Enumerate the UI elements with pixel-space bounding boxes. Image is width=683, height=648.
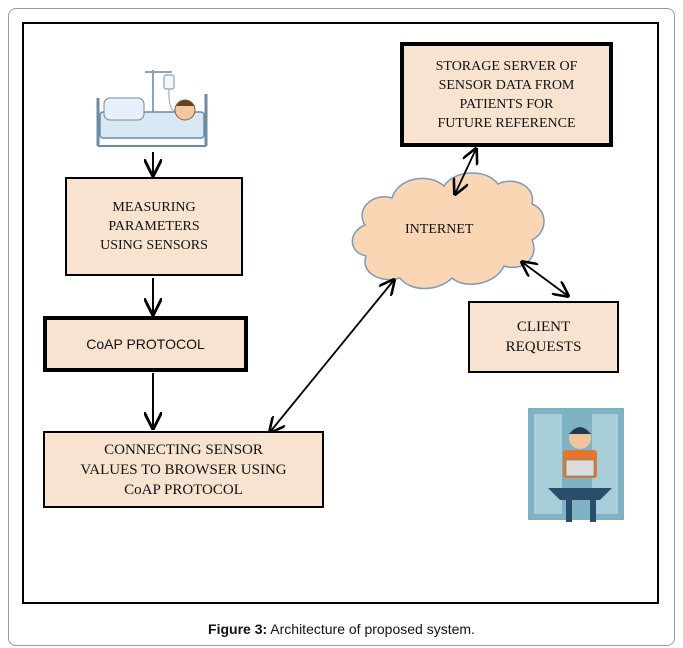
measuring-parameters-box: MEASURING PARAMETERS USING SENSORS (65, 177, 243, 276)
figure-caption-text: Architecture of proposed system. (267, 621, 475, 637)
client-requests-box: CLIENT REQUESTS (468, 301, 619, 373)
arrow-internet-to-client (522, 262, 568, 296)
patient-bed-icon (96, 70, 208, 147)
internet-label: INTERNET (405, 222, 474, 237)
arrow-connecting-to-internet (270, 280, 394, 432)
diagram-frame (22, 22, 659, 604)
figure-caption-label: Figure 3: (208, 621, 268, 637)
coap-protocol-box: CoAP PROTOCOL (43, 316, 248, 372)
figure-caption: Figure 3: Architecture of proposed syste… (0, 621, 683, 637)
arrow-internet-to-storage (455, 149, 476, 194)
figure-panel (8, 8, 675, 646)
storage-server-box: STORAGE SERVER OF SENSOR DATA FROM PATIE… (400, 42, 613, 147)
client-user-icon (528, 408, 624, 522)
connecting-sensor-box: CONNECTING SENSOR VALUES TO BROWSER USIN… (43, 431, 324, 508)
